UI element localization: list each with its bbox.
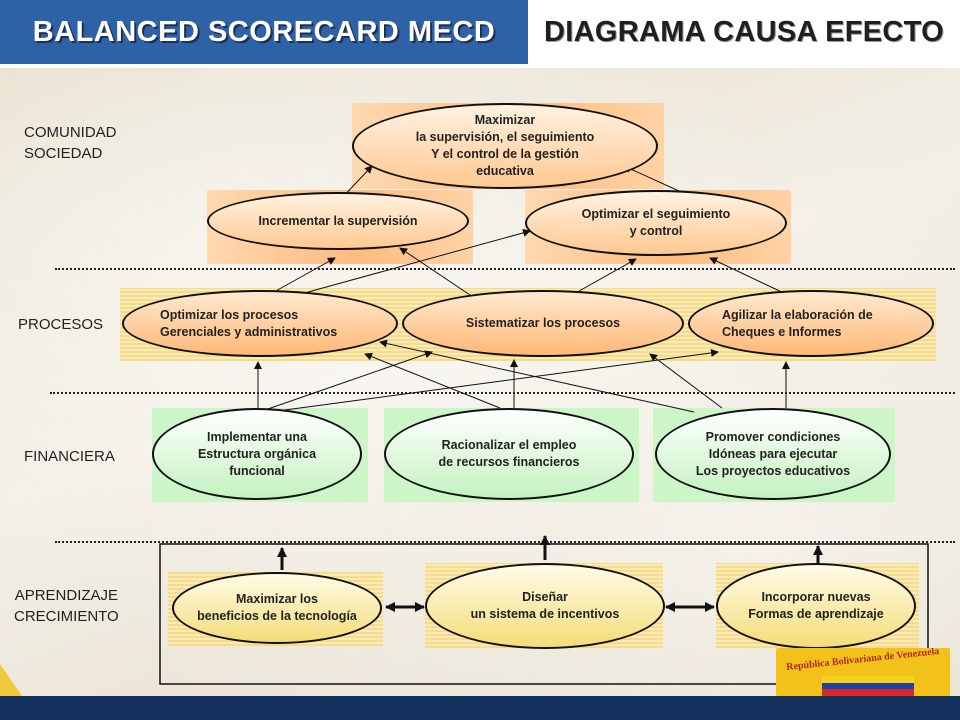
node-label: Maximizar la supervisión, el seguimiento…	[415, 113, 595, 178]
flag-stripe-blue	[822, 682, 914, 690]
node-incrementar-supervision: Incrementar la supervisión	[207, 192, 469, 250]
node-label: Implementar una Estructura orgánica func…	[197, 429, 317, 478]
label-comunidad-sociedad: COMUNIDAD SOCIEDAD	[24, 124, 117, 162]
node-disenar-incentivos: Diseñar un sistema de incentivos	[425, 563, 665, 649]
title-bar-left: BALANCED SCORECARD MECD	[0, 0, 528, 64]
node-label: Incorporar nuevas Formas de aprendizaje	[748, 590, 884, 621]
node-sistematizar-procesos: Sistematizar los procesos	[402, 290, 684, 357]
venezuela-logo: República Bolivariana de Venezuela	[776, 648, 950, 696]
logo-text: República Bolivariana de Venezuela	[785, 648, 940, 673]
node-label: Racionalizar el empleo de recursos finan…	[438, 438, 580, 469]
slide-title: BALANCED SCORECARD MECD	[32, 15, 496, 48]
node-label: Diseñar un sistema de incentivos	[470, 590, 620, 621]
node-label: Maximizar los beneficios de la tecnologí…	[197, 592, 357, 623]
flag-stripe-red	[822, 689, 914, 696]
node-maximizar-supervision: Maximizar la supervisión, el seguimiento…	[352, 103, 658, 189]
label-aprendizaje-crecimiento: APRENDIZAJE CRECIMIENTO	[14, 587, 119, 625]
flag-stripe-yellow	[822, 676, 914, 683]
node-optimizar-seguimiento: Optimizar el seguimiento y control	[525, 190, 787, 256]
node-label: Optimizar el seguimiento y control	[581, 207, 731, 238]
corner-decoration	[0, 664, 22, 696]
separator-1	[55, 268, 955, 270]
separator-2	[50, 392, 955, 394]
node-implementar-estructura: Implementar una Estructura orgánica func…	[152, 408, 362, 500]
node-incorporar-formas: Incorporar nuevas Formas de aprendizaje	[716, 563, 916, 649]
node-agilizar-elaboracion: Agilizar la elaboración de Cheques e Inf…	[688, 290, 934, 357]
diagram-title: DIAGRAMA CAUSA EFECTO	[544, 15, 944, 48]
footer-bar	[0, 696, 960, 720]
node-label: Agilizar la elaboración de Cheques e Inf…	[722, 307, 873, 339]
node-promover-condiciones: Promover condiciones Idóneas para ejecut…	[655, 408, 891, 500]
node-label: Sistematizar los procesos	[465, 316, 621, 330]
separator-3	[55, 541, 955, 543]
venezuela-flag-icon	[822, 676, 914, 696]
title-bar-right: DIAGRAMA CAUSA EFECTO	[528, 0, 960, 64]
label-procesos: PROCESOS	[18, 316, 104, 333]
node-optimizar-procesos: Optimizar los procesos Gerenciales y adm…	[122, 290, 398, 357]
node-label: Optimizar los procesos Gerenciales y adm…	[160, 307, 338, 339]
node-label: Incrementar la supervisión	[258, 213, 418, 228]
node-maximizar-beneficios: Maximizar los beneficios de la tecnologí…	[172, 572, 382, 644]
label-financiera: FINANCIERA	[24, 448, 115, 465]
header-divider	[0, 64, 960, 68]
node-racionalizar-empleo: Racionalizar el empleo de recursos finan…	[384, 408, 634, 500]
node-label: Promover condiciones Idóneas para ejecut…	[695, 429, 851, 478]
